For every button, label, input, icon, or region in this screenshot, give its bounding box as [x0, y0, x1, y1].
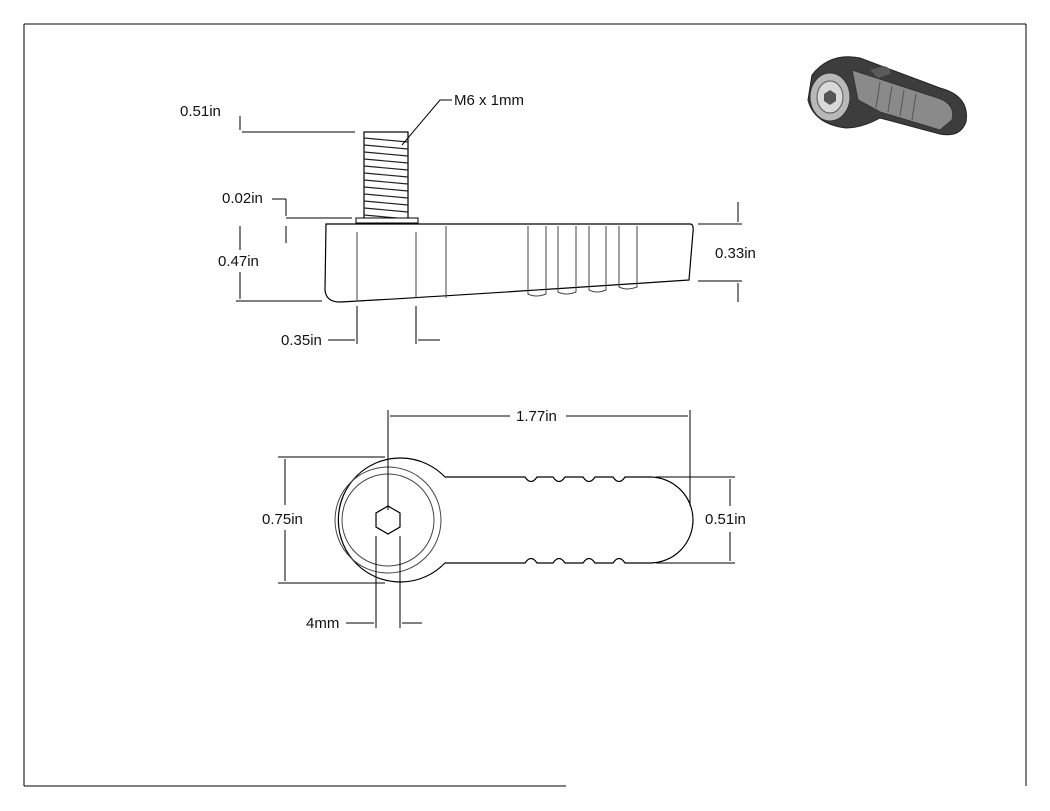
- dim-stud-length: 0.51in: [180, 103, 355, 133]
- side-view: M6 x 1mm 0.51in 0.02in 0.47in: [180, 92, 756, 349]
- thread-ridge: [363, 200, 409, 206]
- sheet-border: [23, 23, 1027, 787]
- thread-callout: M6 x 1mm: [401, 92, 524, 146]
- overall-length-label: 1.77in: [516, 408, 557, 425]
- head-diameter-label: 0.75in: [262, 511, 303, 528]
- handle-width-label: 0.51in: [705, 511, 746, 528]
- body-height-label: 0.47in: [218, 253, 259, 270]
- boss-width-label: 0.35in: [281, 332, 322, 349]
- thread-label: M6 x 1mm: [454, 92, 524, 109]
- lever-body-features: [356, 226, 638, 300]
- dim-body-height: 0.47in: [218, 226, 322, 302]
- thread-ridge: [363, 193, 409, 199]
- lever-body-profile: [324, 223, 694, 303]
- thread-ridge: [363, 151, 409, 157]
- thread-ridge: [363, 137, 409, 143]
- top-view: 1.77in 0.75in 0.51in 4mm: [262, 408, 746, 632]
- thread-ridge: [363, 158, 409, 164]
- dim-hex-size: 4mm: [306, 536, 422, 632]
- thread-ridge: [363, 179, 409, 185]
- shoulder-height-label: 0.02in: [222, 190, 263, 207]
- hex-size-label: 4mm: [306, 615, 339, 632]
- thread-ridge: [363, 186, 409, 192]
- dim-overall-length: 1.77in: [387, 408, 691, 510]
- hex-socket: [375, 505, 401, 535]
- thread-ridge: [363, 207, 409, 213]
- thread-ridge: [363, 165, 409, 171]
- dim-tip-height: 0.33in: [698, 202, 756, 302]
- isometric-render: [807, 56, 967, 136]
- thread-ridge: [363, 172, 409, 178]
- dim-shoulder-height: 0.02in: [222, 190, 352, 243]
- dim-boss-width: 0.35in: [281, 306, 440, 349]
- thread-ridge: [363, 144, 409, 150]
- lever-top-outline: [337, 457, 694, 583]
- dim-handle-width: 0.51in: [656, 476, 746, 564]
- stud-length-label: 0.51in: [180, 103, 221, 120]
- dim-head-diameter: 0.75in: [262, 456, 385, 584]
- tip-height-label: 0.33in: [715, 245, 756, 262]
- threaded-stud: [355, 131, 419, 224]
- thread-lines: [363, 137, 409, 220]
